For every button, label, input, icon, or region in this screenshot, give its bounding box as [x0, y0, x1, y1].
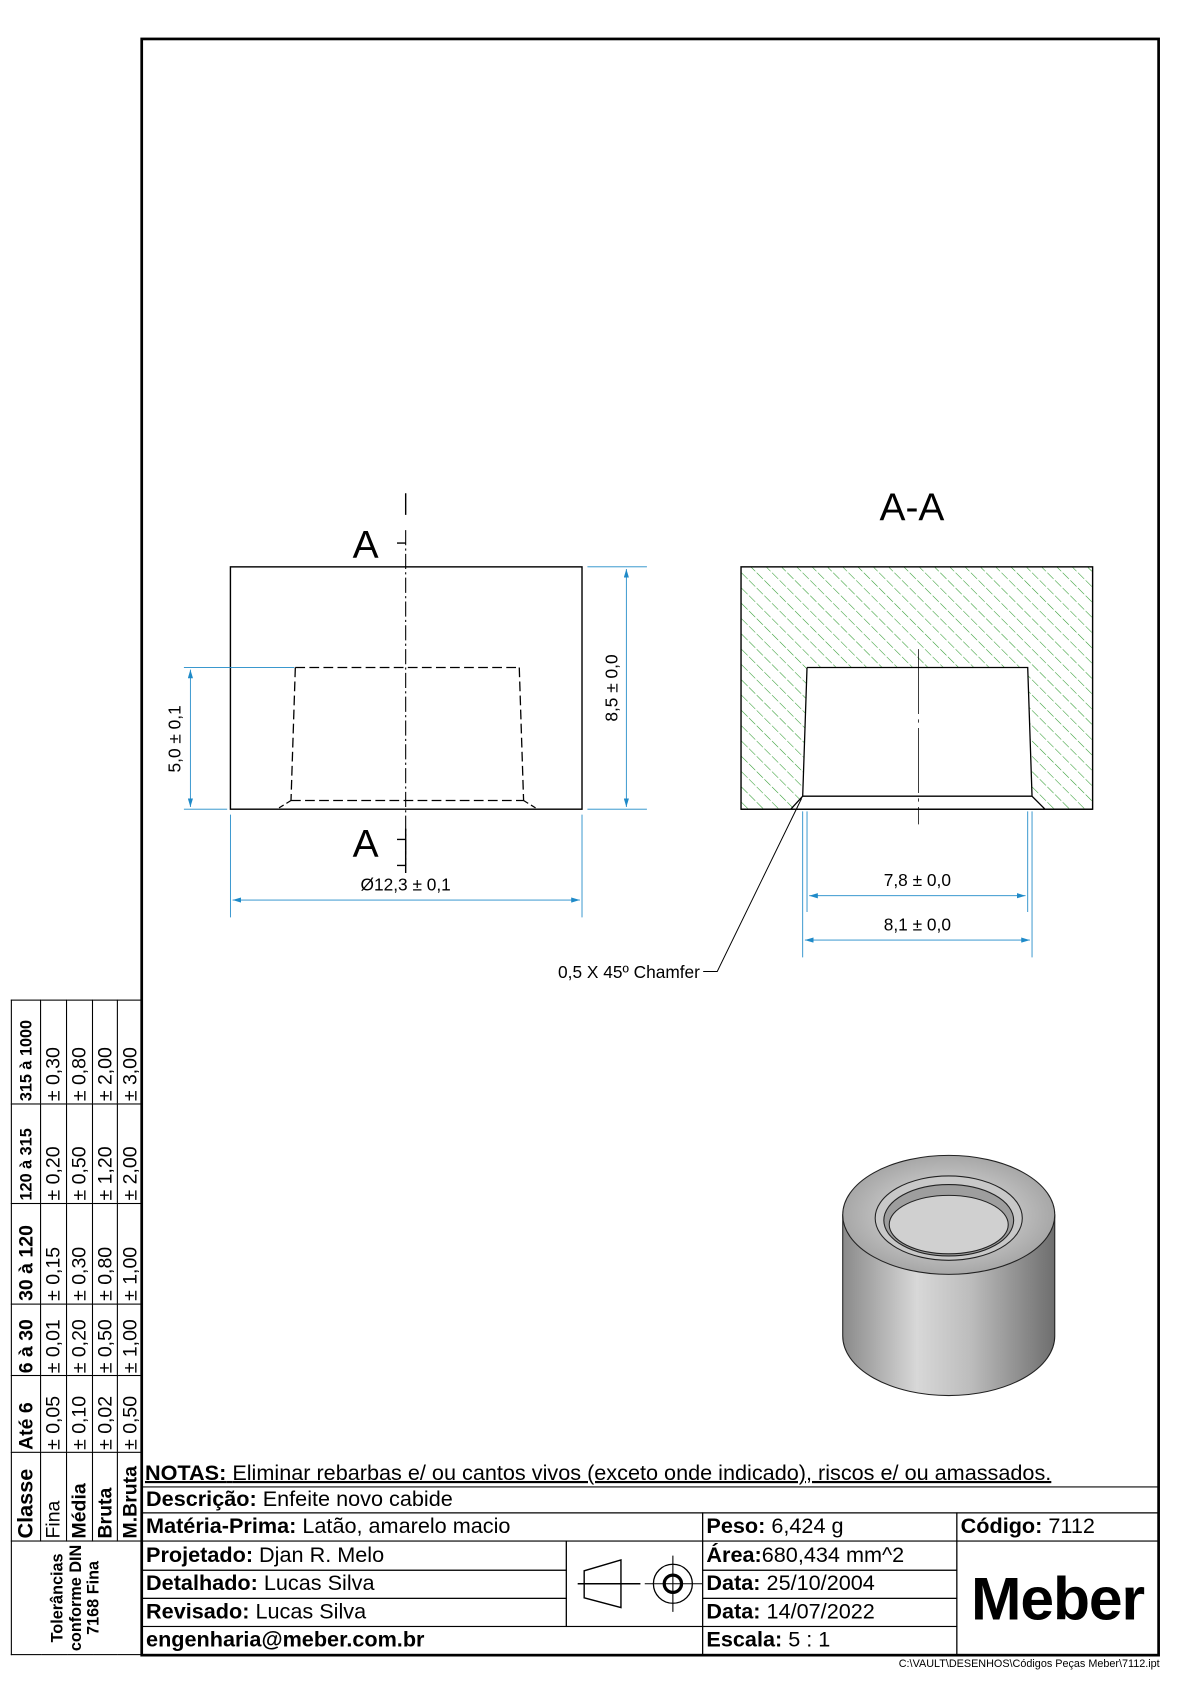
dim-diameter: Ø12,3 ± 0,1 [361, 874, 451, 894]
tolerance-header: Até 6 [11, 1375, 41, 1453]
chamfer-note: 0,5 X 45º Chamfer [558, 962, 700, 982]
data2-value: 14/07/2022 [766, 1599, 875, 1624]
tolerance-value: ± 0,50 [66, 1103, 93, 1204]
descricao-label: Descrição: [146, 1487, 257, 1512]
tolerance-value: ± 0,80 [66, 1000, 93, 1104]
front-view: A A [229, 493, 583, 874]
escala-label: Escala: [706, 1628, 783, 1652]
first-angle-projection-icon [577, 1555, 703, 1612]
data-criacao-cell: Data: 25/10/2004 [702, 1569, 958, 1599]
descricao-value: Enfeite novo cabide [262, 1487, 453, 1512]
file-path: C:\VAULT\DESENHOS\Códigos Peças Meber\71… [898, 1658, 1160, 1671]
tolerance-value: ± 1,20 [92, 1103, 118, 1204]
area-cell: Área:680,434 mm^2 [702, 1540, 958, 1571]
email-link[interactable]: engenharia@meber.com.br [146, 1628, 425, 1652]
revisado-label: Revisado: [146, 1599, 250, 1624]
logo-cell: Meber [956, 1540, 1159, 1656]
peso-label: Peso: [706, 1514, 766, 1539]
tolerance-value: ± 1,00 [117, 1203, 143, 1304]
tolerance-value: ± 0,30 [40, 1000, 67, 1104]
projetado-cell: Projetado: Djan R. Melo [141, 1540, 567, 1571]
tolerance-class: Fina [40, 1452, 67, 1542]
data2-label: Data: [706, 1599, 761, 1624]
revisado-value: Lucas Silva [255, 1599, 367, 1624]
email-cell: engenharia@meber.com.br [141, 1625, 704, 1656]
codigo-cell: Código: 7112 [956, 1512, 1159, 1542]
tolerance-value: ± 0,01 [40, 1303, 67, 1376]
notes-row: NOTAS: Eliminar rebarbas e/ ou cantos vi… [142, 1460, 1159, 1487]
tolerance-value: ± 2,00 [92, 1000, 118, 1104]
materia-value: Latão, amarelo macio [302, 1514, 511, 1539]
peso-cell: Peso: 6,424 g [702, 1512, 958, 1542]
tolerance-value: ± 1,00 [117, 1303, 143, 1376]
projection-symbol-cell [565, 1540, 704, 1628]
notes-text: Eliminar rebarbas e/ ou cantos vivos (ex… [232, 1461, 1052, 1486]
tolerance-value: ± 0,50 [117, 1375, 143, 1453]
detalhado-cell: Detalhado: Lucas Silva [141, 1569, 567, 1599]
front-dimensions [183, 566, 647, 918]
detalhado-label: Detalhado: [146, 1571, 258, 1596]
section-label-top: A [353, 524, 379, 567]
tolerance-value: ± 0,20 [66, 1303, 93, 1376]
hidden-bore-lines [290, 666, 525, 802]
tolerance-value: ± 3,00 [117, 1000, 143, 1104]
peso-value: 6,424 g [771, 1514, 844, 1539]
tolerance-header: 6 à 30 [11, 1303, 41, 1376]
dim-inner-bottom: 8,1 ± 0,0 [884, 914, 951, 934]
tolerance-value: ± 0,20 [40, 1103, 67, 1204]
tolerance-value: ± 0,15 [40, 1203, 67, 1304]
sheet-border [140, 37, 1160, 1657]
section-dimensions [802, 811, 1033, 958]
section-view-title: A-A [879, 486, 944, 529]
tolerance-value: ± 0,10 [66, 1375, 93, 1453]
data1-label: Data: [706, 1571, 761, 1596]
data1-value: 25/10/2004 [766, 1571, 875, 1596]
escala-cell: Escala: 5 : 1 [702, 1625, 958, 1656]
materia-label: Matéria-Prima: [146, 1514, 297, 1539]
tolerance-header: 315 à 1000 [11, 1000, 41, 1104]
tolerance-header: Classe [11, 1452, 41, 1542]
projetado-label: Projetado: [146, 1543, 254, 1567]
materia-cell: Matéria-Prima: Latão, amarelo macio [141, 1512, 704, 1542]
data-revisao-cell: Data: 14/07/2022 [702, 1597, 958, 1628]
area-value: 680,434 mm^2 [761, 1543, 905, 1567]
codigo-label: Código: [960, 1514, 1043, 1539]
tolerance-header: 120 à 315 [11, 1103, 41, 1204]
dim-total-height: 8,5 ± 0,0 [602, 654, 622, 721]
tolerance-value: ± 2,00 [117, 1103, 143, 1204]
chamfer-leader [703, 798, 803, 972]
tolerance-class: Média [66, 1452, 93, 1542]
tolerance-value: ± 0,02 [92, 1375, 118, 1453]
dim-inner-top: 7,8 ± 0,0 [884, 870, 951, 890]
projetado-value: Djan R. Melo [259, 1543, 385, 1567]
tolerance-value: ± 0,80 [92, 1203, 118, 1304]
revisado-cell: Revisado: Lucas Silva [141, 1597, 567, 1628]
detalhado-value: Lucas Silva [263, 1571, 375, 1596]
tolerance-value: ± 0,30 [66, 1203, 93, 1304]
area-label: Área: [706, 1543, 762, 1567]
escala-value: 5 : 1 [788, 1628, 831, 1652]
tolerance-value: ± 0,50 [92, 1303, 118, 1376]
section-label-bottom: A [353, 823, 379, 866]
tolerance-class: M.Bruta [117, 1452, 143, 1542]
tolerance-class: Bruta [92, 1452, 118, 1542]
section-view: A-A [740, 486, 1094, 825]
isometric-3d-view [842, 1154, 1056, 1397]
tolerance-table: Tolerâncias conforme DIN 7168 Fina Class… [11, 1000, 143, 1656]
codigo-value: 7112 [1048, 1514, 1095, 1539]
descricao-row: Descrição: Enfeite novo cabide [141, 1486, 1159, 1514]
notes-label: NOTAS: [144, 1461, 227, 1486]
dim-hole-depth: 5,0 ± 0,1 [165, 705, 185, 772]
tolerance-header: 30 à 120 [11, 1203, 41, 1304]
meber-logo: Meber [970, 1563, 1145, 1632]
tolerance-value: ± 0,05 [40, 1375, 67, 1453]
tolerance-title: Tolerâncias conforme DIN 7168 Fina [11, 1541, 143, 1655]
